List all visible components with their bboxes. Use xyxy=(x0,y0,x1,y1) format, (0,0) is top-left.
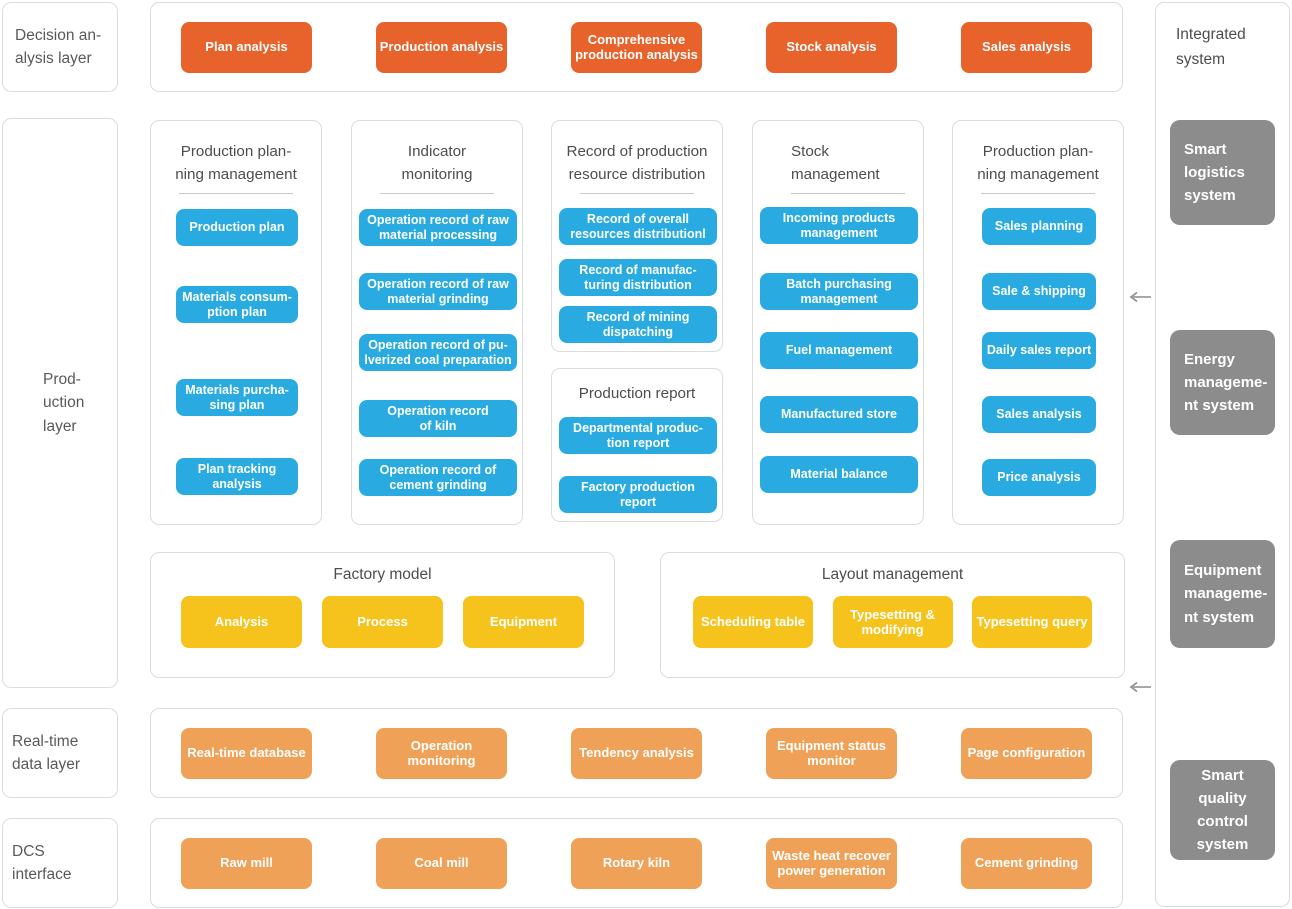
btn-cement-grinding[interactable]: Cement grinding xyxy=(961,837,1092,889)
btn-typesetting-query[interactable]: Typesetting query xyxy=(972,596,1092,648)
layer-box-decision-analysis: Decision an- alysis layer xyxy=(2,2,118,92)
column-header-sales-planning: Production plan- ning management xyxy=(977,143,1099,183)
btn-op-record-raw-material-grinding[interactable]: Operation record of raw material grindin… xyxy=(359,273,517,310)
factory-model-buttons: Analysis Process Equipment xyxy=(151,596,614,648)
btn-price-analysis[interactable]: Price analysis xyxy=(982,459,1096,496)
column-header-indicator-monitoring: Indicator monitoring xyxy=(401,143,473,183)
btn-materials-consumption-plan[interactable]: Materials consum- ption plan xyxy=(176,286,298,323)
btn-factory-production-report[interactable]: Factory production report xyxy=(559,476,717,513)
btn-plan-tracking-analysis[interactable]: Plan tracking analysis xyxy=(176,458,298,495)
btn-tendency-analysis[interactable]: Tendency analysis xyxy=(571,727,702,779)
btn-op-record-cement-grinding[interactable]: Operation record of cement grinding xyxy=(359,459,517,496)
btn-page-configuration[interactable]: Page configuration xyxy=(961,727,1092,779)
btn-sales-analysis[interactable]: Sales analysis xyxy=(961,21,1092,73)
layer-label-dcs-interface: DCS interface xyxy=(12,842,72,883)
node-smart-logistics-system[interactable]: Smart logistics system xyxy=(1170,120,1275,225)
btn-raw-mill[interactable]: Raw mill xyxy=(181,837,312,889)
btn-analysis[interactable]: Analysis xyxy=(181,596,302,648)
btn-fuel-management[interactable]: Fuel management xyxy=(760,332,918,369)
layer-label-production: Prod- uction layer xyxy=(43,371,85,435)
btn-waste-heat-recover[interactable]: Waste heat recover power generation xyxy=(766,837,897,889)
layer-label-decision-analysis: Decision an- alysis layer xyxy=(15,26,102,67)
btn-batch-purchasing-management[interactable]: Batch purchasing management xyxy=(760,273,918,310)
column-indicator-monitoring: Indicator monitoring Operation record of… xyxy=(351,120,523,525)
btn-process[interactable]: Process xyxy=(322,596,443,648)
node-smart-quality-control-system[interactable]: Smart quality control system xyxy=(1170,760,1275,860)
header-divider xyxy=(179,192,293,194)
column-stock-management: Stock management Incoming products manag… xyxy=(752,120,924,525)
factory-model-header: Factory model xyxy=(333,566,432,583)
layer-label-realtime-data: Real-time data layer xyxy=(12,732,81,773)
btn-sales-planning[interactable]: Sales planning xyxy=(982,208,1096,245)
header-divider xyxy=(791,192,905,194)
btn-op-record-raw-material-processing[interactable]: Operation record of raw material process… xyxy=(359,209,517,246)
column-production-planning: Production plan- ning management Product… xyxy=(150,120,322,525)
btn-equipment-status-monitor[interactable]: Equipment status monitor xyxy=(766,727,897,779)
layout-management-buttons: Scheduling table Typesetting & modifying… xyxy=(661,596,1124,648)
dcs-interface-row: Raw mill Coal mill Rotary kiln Waste hea… xyxy=(150,818,1123,908)
left-arrow-icon xyxy=(1128,680,1152,699)
btn-plan-analysis[interactable]: Plan analysis xyxy=(181,21,312,73)
factory-model-panel: Factory model Analysis Process Equipment xyxy=(150,552,615,678)
column-header-resource-distribution: Record of production resource distributi… xyxy=(566,143,708,183)
column-header-stock-management: Stock management xyxy=(791,143,880,183)
btn-material-balance[interactable]: Material balance xyxy=(760,456,918,493)
btn-equipment[interactable]: Equipment xyxy=(463,596,584,648)
btn-rotary-kiln[interactable]: Rotary kiln xyxy=(571,837,702,889)
layer-box-realtime-data: Real-time data layer xyxy=(2,708,118,798)
btn-typesetting-modifying[interactable]: Typesetting & modifying xyxy=(832,596,953,648)
column-header-production-planning: Production plan- ning management xyxy=(175,143,297,183)
btn-sale-shipping[interactable]: Sale & shipping xyxy=(982,273,1096,310)
column-production-report: Production report Departmental produc- t… xyxy=(551,368,723,522)
column-header-production-report: Production report xyxy=(578,385,696,402)
node-energy-management-system[interactable]: Energy manageme- nt system xyxy=(1170,330,1275,435)
btn-materials-purchasing-plan[interactable]: Materials purcha- sing plan xyxy=(176,379,298,416)
column-resource-distribution: Record of production resource distributi… xyxy=(551,120,723,352)
header-divider xyxy=(981,192,1095,194)
btn-manufactured-store[interactable]: Manufactured store xyxy=(760,396,918,433)
btn-record-overall-resources[interactable]: Record of overall resources distribution… xyxy=(559,208,717,245)
btn-sales-analysis-blue[interactable]: Sales analysis xyxy=(982,396,1096,433)
btn-op-record-pulverized-coal[interactable]: Operation record of pu- lverized coal pr… xyxy=(359,334,517,371)
btn-stock-analysis[interactable]: Stock analysis xyxy=(766,21,897,73)
btn-record-mining-dispatching[interactable]: Record of mining dispatching xyxy=(559,306,717,343)
btn-daily-sales-report[interactable]: Daily sales report xyxy=(982,332,1096,369)
btn-incoming-products-management[interactable]: Incoming products management xyxy=(760,207,918,244)
btn-scheduling-table[interactable]: Scheduling table xyxy=(693,596,813,648)
integrated-system-header: Integrated system xyxy=(1176,26,1246,68)
left-arrow-icon xyxy=(1128,290,1152,309)
layout-management-header: Layout management xyxy=(821,566,964,583)
layer-box-dcs-interface: DCS interface xyxy=(2,818,118,908)
layer-box-production: Prod- uction layer xyxy=(2,118,118,688)
header-divider xyxy=(380,192,494,194)
btn-comprehensive-production-analysis[interactable]: Comprehensive production analysis xyxy=(571,21,702,73)
header-divider xyxy=(580,192,694,194)
btn-realtime-database[interactable]: Real-time database xyxy=(181,727,312,779)
btn-coal-mill[interactable]: Coal mill xyxy=(376,837,507,889)
btn-production-plan[interactable]: Production plan xyxy=(176,209,298,246)
node-equipment-management-system[interactable]: Equipment manageme- nt system xyxy=(1170,540,1275,648)
btn-op-record-kiln[interactable]: Operation record of kiln xyxy=(359,400,517,437)
layout-management-panel: Layout management Scheduling table Types… xyxy=(660,552,1125,678)
decision-analysis-row: Plan analysis Production analysis Compre… xyxy=(150,2,1123,92)
column-sales-planning: Production plan- ning management Sales p… xyxy=(952,120,1124,525)
realtime-data-row: Real-time database Operation monitoring … xyxy=(150,708,1123,798)
btn-record-manufacturing-distribution[interactable]: Record of manufac- turing distribution xyxy=(559,259,717,296)
btn-operation-monitoring[interactable]: Operation monitoring xyxy=(376,727,507,779)
btn-production-analysis[interactable]: Production analysis xyxy=(376,21,507,73)
btn-departmental-production-report[interactable]: Departmental produc- tion report xyxy=(559,417,717,454)
